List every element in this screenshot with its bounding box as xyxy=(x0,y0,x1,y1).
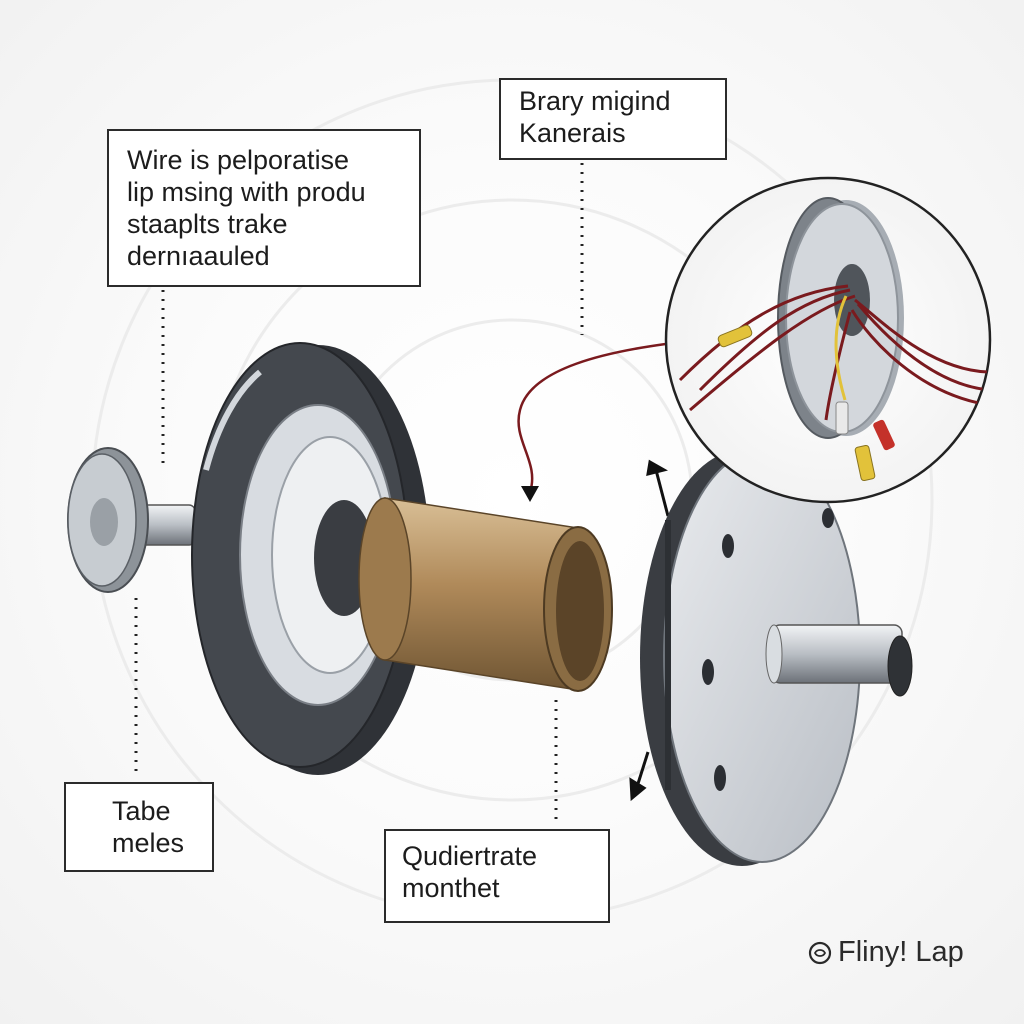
brary-callout-line-2: Kanerais xyxy=(519,117,626,148)
wire-callout-line-4: dernıaauled xyxy=(127,240,270,271)
tabe-callout-line-1: Tabe xyxy=(112,796,171,826)
circle-logo-icon xyxy=(808,941,832,964)
brary-callout-label: Brary migind Kanerais xyxy=(499,78,727,160)
zoom-inset xyxy=(664,176,992,504)
tabe-callout-label: Tabe meles xyxy=(64,782,214,872)
motion-arrows xyxy=(629,459,670,802)
right-mounting-plate xyxy=(640,449,913,866)
wire-callout-line-3: staaplts trake xyxy=(127,208,288,239)
watermark: Fliny! Lap xyxy=(808,936,964,969)
qudi-callout-line-2: monthet xyxy=(402,872,500,903)
brary-callout-line-1: Brary migind xyxy=(519,86,671,116)
watermark-text: Fliny! Lap xyxy=(838,936,964,968)
qudi-callout-line-1: Qudiertrate xyxy=(402,841,538,871)
wire-terminals xyxy=(717,324,895,482)
leader-lines xyxy=(134,163,584,826)
left-end-flange xyxy=(67,447,196,593)
wire-callout-label: Wire is pelporatise lip msing with produ… xyxy=(107,129,421,287)
bolt-holes xyxy=(702,508,834,791)
bronze-bushing xyxy=(358,497,613,692)
tabe-callout-line-2: meles xyxy=(112,827,185,858)
wire-callout-line-1: Wire is pelporatise xyxy=(127,145,350,175)
qudi-callout-label: Qudiertrate monthet xyxy=(384,829,610,923)
wire-to-bushing xyxy=(517,338,701,502)
wire-callout-line-2: lip msing with produ xyxy=(127,176,366,207)
